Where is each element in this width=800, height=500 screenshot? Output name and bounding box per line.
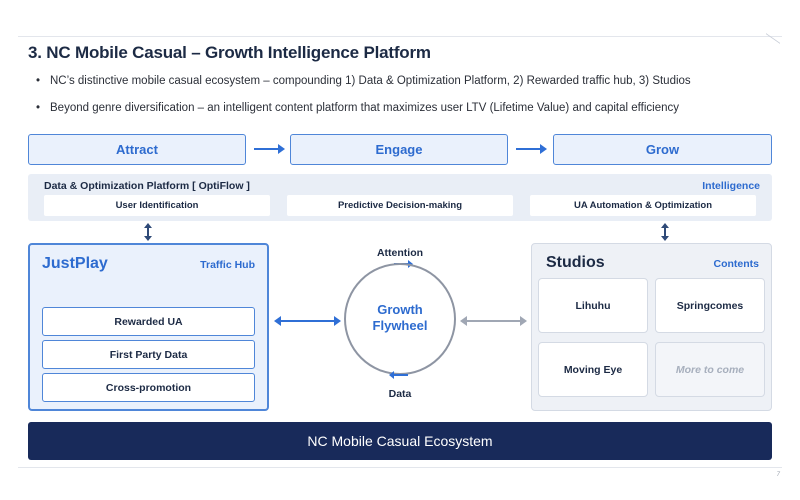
double-arrow-icon [460,316,527,326]
flywheel-bottom-label: Data [388,388,412,400]
studios-title: Studios [546,254,605,271]
bottom-divider [18,467,782,468]
justplay-panel: JustPlay Traffic Hub Rewarded UA First P… [28,243,269,411]
double-arrow-icon [274,316,341,326]
flywheel-title-line2: Flywheel [372,318,428,333]
justplay-item-rewarded-ua: Rewarded UA [42,307,255,336]
arrow-right-icon [516,144,547,154]
stage-engage: Engage [290,134,508,165]
studio-item-more-to-come: More to come [655,342,765,397]
flywheel-arrow-icon [389,371,408,379]
platform-tag: Intelligence [702,180,760,192]
platform-item-predictive-decision: Predictive Decision-making [287,195,513,216]
studios-panel: Studios Contents Lihuhu Springcomes Movi… [531,243,772,411]
bullet-item: NC’s distinctive mobile casual ecosystem… [36,73,691,100]
platform-item-user-identification: User Identification [44,195,270,216]
stage-attract: Attract [28,134,246,165]
justplay-item-first-party-data: First Party Data [42,340,255,369]
studios-tag: Contents [713,258,760,270]
studio-item-springcomes: Springcomes [655,278,765,333]
justplay-tag: Traffic Hub [200,259,255,271]
stage-grow: Grow [553,134,772,165]
flywheel-top-label: Attention [376,247,424,259]
platform-title: Data & Optimization Platform [ OptiFlow … [44,180,250,192]
flywheel-title: Growth Flywheel [344,302,456,334]
page-number: 7 [776,472,780,478]
justplay-item-cross-promotion: Cross-promotion [42,373,255,402]
ecosystem-footer-bar: NC Mobile Casual Ecosystem [28,422,772,460]
justplay-title: JustPlay [42,255,108,272]
arrow-right-icon [254,144,285,154]
vertical-double-arrow-icon [144,223,152,241]
bullet-list: NC’s distinctive mobile casual ecosystem… [36,73,691,127]
bullet-item: Beyond genre diversification – an intell… [36,100,691,127]
studio-item-moving-eye: Moving Eye [538,342,648,397]
slide-title: 3. NC Mobile Casual – Growth Intelligenc… [28,43,431,62]
vertical-double-arrow-icon [661,223,669,241]
optimization-platform: Data & Optimization Platform [ OptiFlow … [28,174,772,221]
top-divider [18,36,782,37]
platform-item-ua-automation: UA Automation & Optimization [530,195,756,216]
flywheel-title-line1: Growth [377,302,423,317]
studio-item-lihuhu: Lihuhu [538,278,648,333]
